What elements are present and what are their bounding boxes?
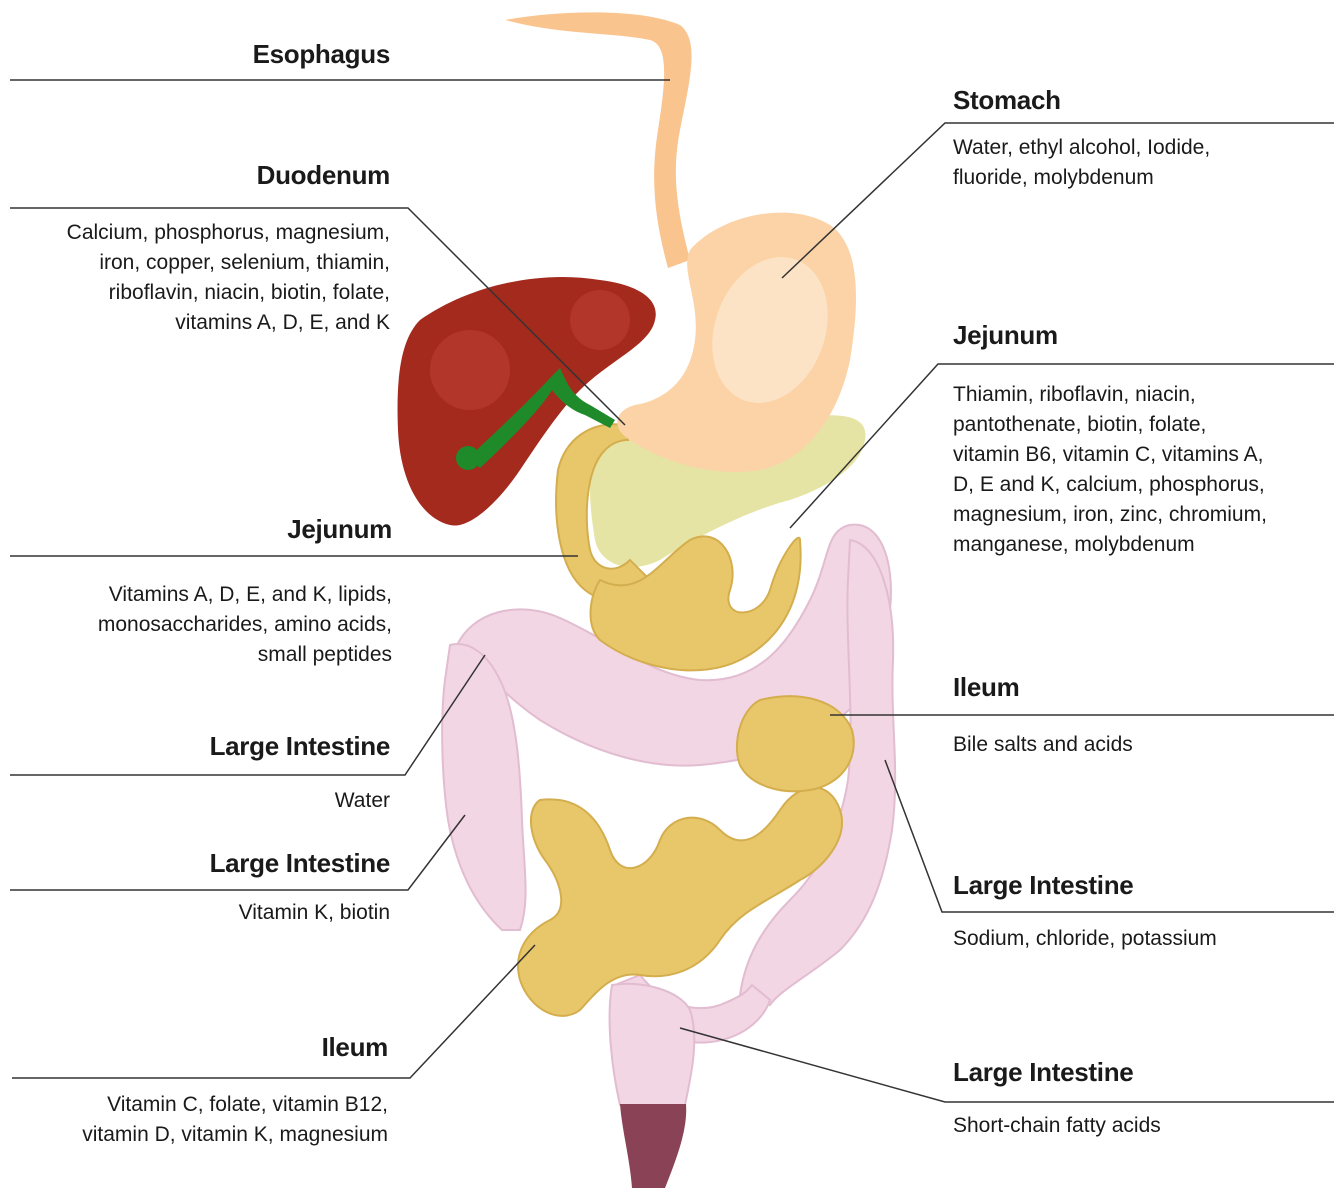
label-desc: Water bbox=[210, 786, 390, 816]
liver-highlight-2 bbox=[570, 290, 630, 350]
label-desc: Bile salts and acids bbox=[953, 730, 1133, 760]
esophagus bbox=[505, 12, 692, 268]
label-title: Esophagus bbox=[253, 39, 390, 69]
label-title: Large Intestine bbox=[210, 848, 390, 878]
label-esophagus: Esophagus bbox=[253, 39, 390, 69]
label-desc: Calcium, phosphorus, magnesium, iron, co… bbox=[67, 218, 390, 338]
label-desc: Short-chain fatty acids bbox=[953, 1111, 1161, 1141]
label-stomach: Stomach Water, ethyl alcohol, Iodide, fl… bbox=[953, 85, 1210, 193]
label-title: Jejunum bbox=[98, 514, 392, 544]
label-jejunum-left: Jejunum Vitamins A, D, E, and K, lipids,… bbox=[98, 514, 392, 670]
label-desc: Vitamin C, folate, vitamin B12, vitamin … bbox=[82, 1090, 388, 1150]
liver-highlight bbox=[430, 330, 510, 410]
label-title: Ileum bbox=[82, 1032, 388, 1062]
label-title: Duodenum bbox=[67, 160, 390, 190]
label-ileum-right: Ileum Bile salts and acids bbox=[953, 672, 1133, 760]
label-title: Large Intestine bbox=[953, 870, 1217, 900]
rectum bbox=[620, 1104, 686, 1188]
label-duodenum: Duodenum Calcium, phosphorus, magnesium,… bbox=[67, 160, 390, 338]
label-large-intestine-1: Large Intestine Water bbox=[210, 731, 390, 816]
label-jejunum-right: Jejunum Thiamin, riboflavin, niacin, pan… bbox=[953, 320, 1267, 560]
label-large-intestine-3: Large Intestine Sodium, chloride, potass… bbox=[953, 870, 1217, 954]
label-title: Jejunum bbox=[953, 320, 1267, 350]
label-desc: Vitamin K, biotin bbox=[210, 898, 390, 928]
label-desc: Water, ethyl alcohol, Iodide, fluoride, … bbox=[953, 133, 1210, 193]
label-title: Stomach bbox=[953, 85, 1210, 115]
label-title: Large Intestine bbox=[210, 731, 390, 761]
label-desc: Sodium, chloride, potassium bbox=[953, 924, 1217, 954]
label-ileum-left: Ileum Vitamin C, folate, vitamin B12, vi… bbox=[82, 1032, 388, 1150]
label-title: Large Intestine bbox=[953, 1057, 1161, 1087]
label-large-intestine-4: Large Intestine Short-chain fatty acids bbox=[953, 1057, 1161, 1141]
label-title: Ileum bbox=[953, 672, 1133, 702]
label-large-intestine-2: Large Intestine Vitamin K, biotin bbox=[210, 848, 390, 928]
label-desc: Thiamin, riboflavin, niacin, pantothenat… bbox=[953, 380, 1267, 560]
label-desc: Vitamins A, D, E, and K, lipids, monosac… bbox=[98, 580, 392, 670]
